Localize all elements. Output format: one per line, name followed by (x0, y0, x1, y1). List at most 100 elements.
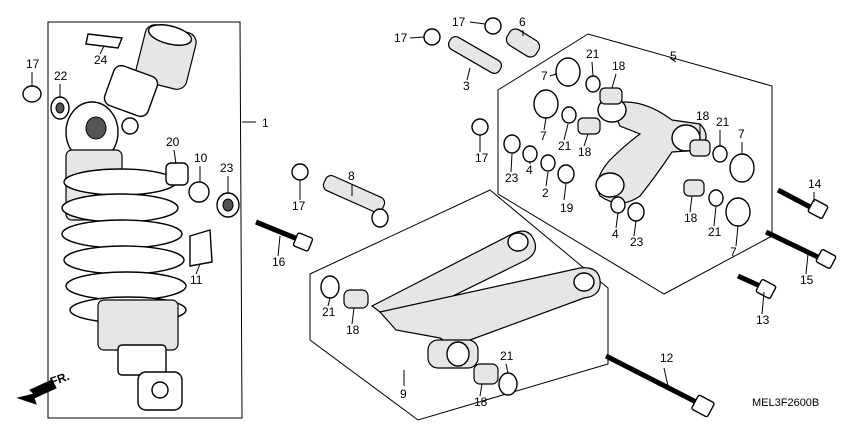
leader-line-p20 (173, 149, 177, 165)
washer-4-a (522, 145, 538, 163)
part-number-p23c: 23 (630, 235, 644, 249)
collar-2 (540, 154, 556, 172)
part-number-p14: 14 (808, 177, 822, 191)
part-number-p18e: 18 (346, 323, 360, 337)
part-number-p15: 15 (800, 273, 814, 287)
washer-4-b (610, 196, 626, 214)
part-number-p4b: 4 (612, 227, 619, 241)
leader-line-p7b (543, 117, 547, 131)
part-number-p17c: 17 (394, 31, 408, 45)
leader-line-p15 (805, 253, 809, 275)
bolt-12 (604, 353, 715, 418)
bushing-18-c (689, 139, 711, 157)
part-number-p22: 22 (54, 69, 68, 83)
leader-line-p13 (761, 291, 765, 315)
bolt-14 (776, 187, 829, 219)
bearing-21-e (320, 275, 340, 299)
bushing-18-f (473, 363, 499, 385)
part-number-p21e: 21 (322, 305, 336, 319)
part-number-p4a: 4 (526, 163, 533, 177)
nut-17-center (291, 163, 309, 181)
diagram-code: MEL3F2600B (752, 397, 819, 409)
collar-6 (505, 28, 541, 58)
leader-line-p23b (510, 153, 513, 173)
part-number-p23b: 23 (505, 171, 519, 185)
bushing-20 (165, 162, 189, 186)
leader-line-p21e (327, 297, 331, 307)
part-number-p21c: 21 (716, 115, 730, 129)
leader-line-p7d (735, 225, 739, 247)
seal-23-b (627, 202, 645, 222)
part-number-p11: 11 (190, 273, 203, 287)
bearing-21-f (498, 372, 518, 396)
part-number-p18c: 18 (696, 109, 710, 123)
leader-line-p2 (545, 171, 549, 187)
nut-17-left (22, 85, 42, 103)
bearing-21-a (585, 75, 601, 93)
label-11 (189, 229, 213, 267)
leader-line-p17c (409, 36, 425, 39)
leader-line-p17d (469, 21, 486, 25)
leader-line-p18e (351, 307, 355, 325)
label-24 (85, 33, 123, 49)
part-number-p17e: 17 (475, 151, 489, 165)
bolt-13 (736, 273, 777, 299)
part-number-p20: 20 (166, 135, 180, 149)
part-number-p21a: 21 (586, 47, 600, 61)
bushing-18-b (577, 117, 601, 135)
leader-line-p21b (563, 123, 569, 141)
leader-line-p21a (591, 61, 594, 77)
part-number-p6: 6 (519, 15, 526, 29)
collar-8 (322, 174, 389, 228)
part-number-p18f: 18 (474, 395, 488, 409)
nut-17-top-b (484, 17, 502, 35)
ring-10 (188, 181, 210, 203)
part-number-p18b: 18 (578, 145, 592, 159)
part-number-p17d: 17 (452, 15, 466, 29)
part-number-p18a: 18 (612, 59, 626, 73)
leader-line-p16 (277, 235, 281, 257)
part-number-p7d: 7 (730, 245, 737, 259)
part-number-p21b: 21 (558, 139, 572, 153)
connecting-rod-9 (370, 230, 601, 369)
leader-line-p19 (563, 183, 567, 201)
part-number-p24: 24 (94, 53, 108, 67)
part-number-p10: 10 (194, 151, 208, 165)
bearing-21-b (561, 106, 577, 124)
part-number-p3: 3 (463, 79, 470, 93)
part-number-p13: 13 (756, 313, 770, 327)
leader-line-p11 (195, 263, 201, 275)
nut-17-top-a (423, 28, 441, 46)
bushing-18-d (683, 179, 705, 197)
leader-line-p4b (615, 212, 619, 229)
seal-7-c (729, 153, 755, 183)
part-number-p21f: 21 (500, 349, 514, 363)
leader-line-p18a (611, 73, 617, 89)
part-number-p12: 12 (660, 351, 674, 365)
bushing-19 (557, 164, 575, 184)
bushing-18-e (343, 289, 369, 309)
part-number-p8: 8 (348, 169, 355, 183)
front-label: FR. (48, 369, 71, 389)
leader-line-p7a (549, 73, 557, 77)
part-number-p21d: 21 (708, 225, 722, 239)
part-number-p18d: 18 (684, 211, 698, 225)
bolt-3 (447, 36, 503, 74)
leader-line-p21d (713, 205, 717, 227)
bearing-21-c (712, 145, 728, 163)
front-arrow-icon (16, 379, 57, 405)
bushing-18-a (599, 87, 623, 105)
rod-panel-frame (309, 189, 609, 421)
part-number-p17b: 17 (292, 199, 306, 213)
seal-7-b (533, 89, 559, 119)
part-number-p5: 5 (670, 49, 677, 63)
part-number-p7b: 7 (540, 129, 547, 143)
part-number-p19: 19 (560, 201, 574, 215)
bolt-16 (255, 219, 314, 252)
leader-line-p24 (99, 45, 105, 55)
part-number-p16: 16 (272, 255, 286, 269)
part-number-p7c: 7 (738, 127, 745, 141)
